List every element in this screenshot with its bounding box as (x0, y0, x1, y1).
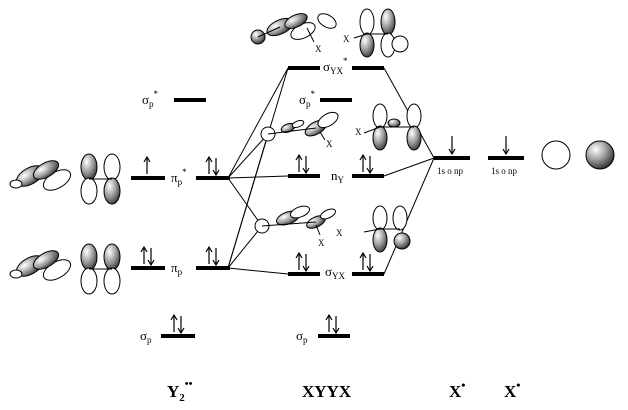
electron-pair-arrows (359, 251, 374, 273)
label-y2-pi: πp (171, 260, 183, 277)
column-titles: Y2•• XYYX X• X• (167, 378, 520, 404)
level-xyyx-sigma-star-left (288, 66, 320, 70)
level-y2-pi-star-left (131, 176, 165, 180)
sigma-yx-star-orbital-picture-right (353, 8, 409, 58)
level-xyyx-sigma-star-right (352, 66, 384, 70)
n-y-orbital-picture-left (260, 111, 339, 142)
label-y2-pi-star: πp* (171, 167, 187, 187)
s-orbital-shaded-sphere (585, 140, 615, 170)
atom-label-x: X (326, 139, 333, 149)
label-y2-sigma-star: σp* (142, 89, 159, 109)
level-xyyx-pi-left (288, 174, 320, 178)
sigma-yx-orbital-picture-right (363, 205, 411, 253)
electron-pair-arrows (205, 245, 220, 267)
level-y2-sigma-star (174, 98, 206, 102)
electron-down-arrow (448, 136, 456, 156)
level-x-left (434, 156, 470, 160)
electron-pair-arrows (170, 313, 185, 335)
atom-labels: X X X X X X (315, 34, 362, 248)
level-y2-pi-right (196, 266, 230, 270)
orbital-pictures (9, 8, 615, 295)
electron-pair-arrows (359, 153, 374, 175)
n-y-orbital-picture-right (363, 103, 422, 151)
level-x-right (488, 156, 524, 160)
electrons (140, 136, 510, 335)
label-xyyx-sigma-p: σp (296, 328, 308, 345)
atom-label-x: X (336, 228, 343, 238)
column-title-y2: Y2•• (167, 378, 193, 404)
level-xyyx-n-right (352, 174, 384, 178)
atom-label-x: X (355, 127, 362, 137)
sigma-yx-orbital-picture-left (254, 205, 336, 236)
s-orbital-open-sphere (541, 140, 571, 170)
level-y2-sigma (161, 334, 195, 338)
y2-pi-star-orbital-picture (9, 153, 121, 205)
electron-pair-arrows (295, 153, 310, 175)
level-y2-pi-star-right (196, 176, 230, 180)
level-y2-pi-left (131, 266, 165, 270)
label-y2-sigma: σp (140, 328, 152, 345)
column-title-x-radical: X• (504, 378, 520, 401)
label-xyyx-sigma-yx: σYX (325, 264, 346, 281)
label-x-orbital: 1s o np (491, 166, 518, 176)
label-xyyx-n-y: nY (331, 168, 345, 185)
level-xyyx-sigma-p (318, 334, 350, 338)
energy-levels (131, 66, 524, 338)
level-xyyx-sigma-p-star (320, 98, 352, 102)
electron-down-arrow (502, 136, 510, 156)
electron-pair-arrows (140, 245, 155, 267)
electron-pair-arrows (325, 313, 340, 335)
y2-pi-orbital-picture (9, 243, 121, 295)
electron-pair-arrows (295, 251, 310, 273)
atom-label-x: X (315, 44, 322, 54)
label-xyyx-sigma-p-star: σp* (299, 89, 316, 109)
atom-label-x: X (343, 34, 350, 44)
column-title-xyyx: XYYX (302, 382, 352, 401)
atom-label-x: X (318, 238, 325, 248)
electron-up-arrow (143, 155, 151, 174)
column-title-x-radical: X• (449, 378, 465, 401)
level-xyyx-sigma-yx-right (352, 272, 384, 276)
sigma-yx-star-orbital-picture-left (250, 13, 337, 45)
label-xyyx-sigma-star: σYX* (323, 56, 348, 76)
electron-pair-arrows (205, 155, 220, 177)
label-x-orbital: 1s o np (437, 166, 464, 176)
level-labels: σp* πp* πp σp σYX* σp* nY σYX σp 1s o np… (140, 56, 518, 345)
level-xyyx-pi-lower-left (288, 272, 320, 276)
